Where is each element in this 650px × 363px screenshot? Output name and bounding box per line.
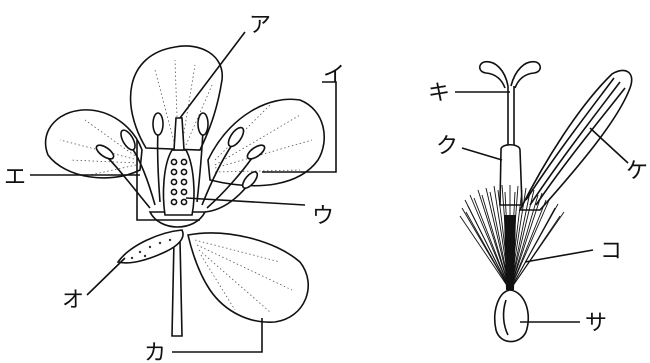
label-u: ウ [312, 204, 334, 229]
label-o: オ [62, 288, 84, 313]
leader-ko [525, 250, 593, 262]
label-ka: カ [144, 341, 166, 363]
leader-ka [172, 318, 262, 352]
label-ki: キ [428, 81, 450, 106]
stem [172, 240, 182, 336]
style-right [508, 86, 514, 145]
label-e: エ [4, 165, 26, 190]
leader-ku [462, 148, 502, 160]
petal-bottom [188, 233, 308, 322]
right-floret [455, 62, 632, 342]
anther-tube [500, 145, 522, 205]
leader-ke [590, 128, 628, 163]
pappus-core [504, 215, 516, 290]
label-a: ア [249, 13, 271, 38]
label-ke: ケ [626, 159, 648, 184]
style [174, 118, 184, 150]
stigma [480, 62, 541, 88]
seed [495, 290, 529, 342]
label-i: イ [323, 63, 345, 88]
label-sa: サ [585, 311, 607, 336]
label-ko: コ [600, 239, 622, 264]
ovary [163, 150, 194, 215]
label-ku: ク [436, 134, 458, 159]
leader-o [87, 258, 125, 295]
